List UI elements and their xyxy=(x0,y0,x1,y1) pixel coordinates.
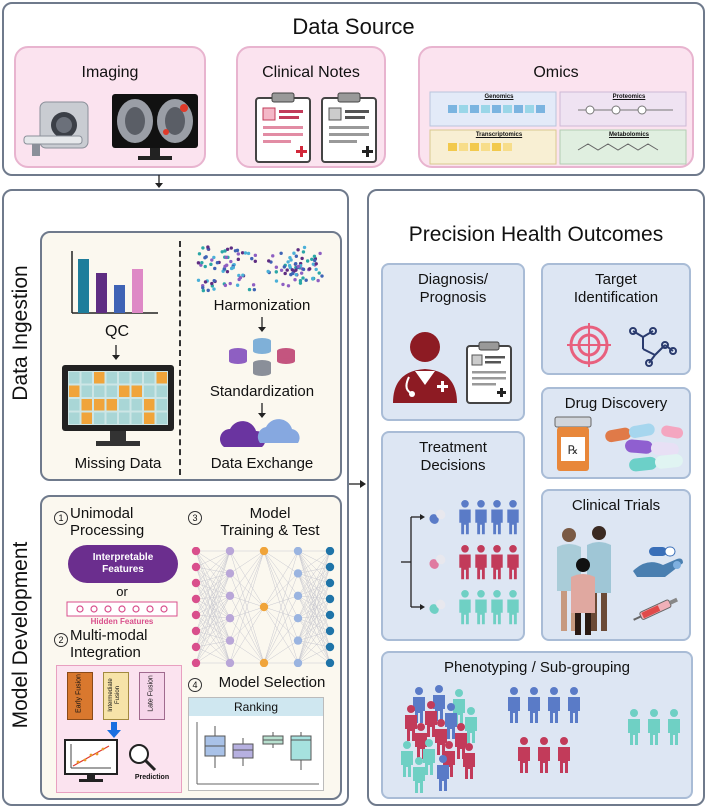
omics-box: Omics Genomics Proteomics xyxy=(418,46,694,168)
cloud-icon xyxy=(220,419,300,447)
step3-number-circle: 3 xyxy=(188,511,202,525)
late-fusion-block xyxy=(139,672,165,720)
mri-scanner-icon xyxy=(23,101,89,156)
step1-number-circle: 1 xyxy=(54,511,68,525)
database-icon xyxy=(229,338,295,376)
to-outcomes-arrow xyxy=(349,480,366,488)
data-ingestion-box: QC Missing Data Harmonization Standardiz… xyxy=(40,231,342,481)
target-label-line1: Target xyxy=(595,271,637,288)
interpretable-features-label: Interpretable Features xyxy=(92,552,154,575)
left-column-panel: Data Ingestion Model Development QC Miss… xyxy=(2,189,349,806)
hidden-features-vector-icon xyxy=(66,601,178,617)
outcomes-panel: Precision Health Outcomes Diagnosis/ Pro… xyxy=(367,189,705,806)
intermediate-fusion-block xyxy=(103,672,129,720)
molecule-icon xyxy=(629,327,677,367)
omics-grid-icon xyxy=(429,91,687,165)
proteomics-label: Proteomics xyxy=(612,94,646,100)
ranking-box: Ranking xyxy=(188,697,324,791)
early-fusion-label: Early Fusion xyxy=(75,674,83,713)
step1-title: Unimodal Processing xyxy=(70,505,145,539)
diagnosis-label-line2: Prognosis xyxy=(419,289,487,306)
clinical-trials-label: Clinical Trials xyxy=(571,497,661,514)
or-label: or xyxy=(116,584,128,599)
step2-number-circle: 2 xyxy=(54,633,68,647)
clinical-notes-box: Clinical Notes xyxy=(236,46,386,168)
treatment-branch-icon xyxy=(401,500,519,625)
target-identification-box: Target Identification xyxy=(541,263,691,375)
clinical-notes-label: Clinical Notes xyxy=(262,64,360,81)
data-source-panel: Data Source Imaging Clinical Notes xyxy=(2,2,705,176)
standardization-label: Standardization xyxy=(209,383,315,400)
diagnosis-clipboard-icon xyxy=(466,341,512,404)
missing-data-label: Missing Data xyxy=(74,455,162,472)
brain-monitor-icon xyxy=(112,94,198,160)
pill-bottle-icon: ℞ xyxy=(554,416,592,471)
late-fusion-label: Late Fusion xyxy=(147,675,155,712)
drug-discovery-box: Drug Discovery ℞ xyxy=(541,387,691,479)
qc-down-arrow xyxy=(112,345,120,360)
qc-bar-chart-icon xyxy=(71,251,158,314)
hand-pills-icon xyxy=(633,546,683,577)
harmonization-label: Harmonization xyxy=(213,297,311,314)
early-fusion-block xyxy=(67,672,93,720)
step4-title: Model Selection xyxy=(218,674,326,691)
omics-label: Omics xyxy=(533,64,579,81)
drug-discovery-label: Drug Discovery xyxy=(564,395,668,412)
clinical-trials-box: Clinical Trials xyxy=(541,489,691,641)
phenotyping-label: Phenotyping / Sub-grouping xyxy=(444,659,630,676)
clipboard-gray-icon xyxy=(321,92,377,163)
capsules-icon xyxy=(605,423,684,472)
transcriptomics-label: Transcriptomics xyxy=(475,132,523,138)
ranking-boxplot-icon xyxy=(196,722,319,785)
data-source-title: Data Source xyxy=(292,14,415,39)
hidden-features-label: Hidden Features xyxy=(90,617,154,626)
magnifier-icon xyxy=(129,744,157,772)
metabolomics-label: Metabolomics xyxy=(608,132,649,138)
prediction-label: Prediction xyxy=(134,774,170,781)
harmonization-scatter-icon xyxy=(196,245,324,293)
treatment-decisions-box: Treatment Decisions xyxy=(381,431,525,641)
imaging-box: Imaging xyxy=(14,46,206,168)
outcomes-title: Precision Health Outcomes xyxy=(408,223,664,246)
fusion-box: Early Fusion Intermediate Fusion Late Fu… xyxy=(56,665,182,793)
interpretable-features-pill: Interpretable Features xyxy=(68,545,178,583)
diagnosis-label-line1: Diagnosis/ xyxy=(417,271,489,288)
ranking-label: Ranking xyxy=(233,700,279,714)
target-label-line2: Identification xyxy=(573,289,659,306)
step3-title-line1: Model xyxy=(249,505,291,522)
doctor-icon xyxy=(393,332,457,403)
source-down-arrow xyxy=(155,175,163,188)
treatment-label-line1: Treatment xyxy=(419,439,487,456)
model-development-title: Model Development xyxy=(9,541,32,729)
clipboard-pink-icon xyxy=(255,92,311,163)
patients-icon xyxy=(557,526,611,635)
step2-title: Multi-modal Integration xyxy=(70,627,148,661)
rx-glyph: ℞ xyxy=(568,443,579,457)
target-crosshair-icon xyxy=(567,323,611,367)
phenotype-groups-icon xyxy=(401,685,680,793)
qc-label: QC xyxy=(105,323,129,340)
intermediate-fusion-label: Intermediate Fusion xyxy=(108,678,121,712)
data-exchange-label: Data Exchange xyxy=(210,455,314,472)
neural-network-icon xyxy=(191,547,335,667)
genomics-label: Genomics xyxy=(484,94,514,100)
fusion-down-arrow xyxy=(107,722,121,738)
standardization-down-arrow xyxy=(258,403,266,418)
ingestion-divider xyxy=(179,241,181,475)
harmonization-down-arrow xyxy=(258,317,266,332)
imaging-label: Imaging xyxy=(81,64,139,81)
step3-title-line2: Training & Test xyxy=(220,522,320,539)
diagnosis-box: Diagnosis/ Prognosis xyxy=(381,263,525,421)
phenotyping-box: Phenotyping / Sub-grouping xyxy=(381,651,693,799)
data-ingestion-title: Data Ingestion xyxy=(9,265,32,401)
prediction-monitor-icon xyxy=(64,739,118,782)
ranking-header xyxy=(189,698,323,716)
step4-number-circle: 4 xyxy=(188,678,202,692)
treatment-label-line2: Decisions xyxy=(420,457,486,474)
missing-data-monitor-icon xyxy=(62,365,174,446)
model-development-box: 1 Unimodal Processing Interpretable Feat… xyxy=(40,495,342,800)
syringe-icon xyxy=(633,597,678,621)
